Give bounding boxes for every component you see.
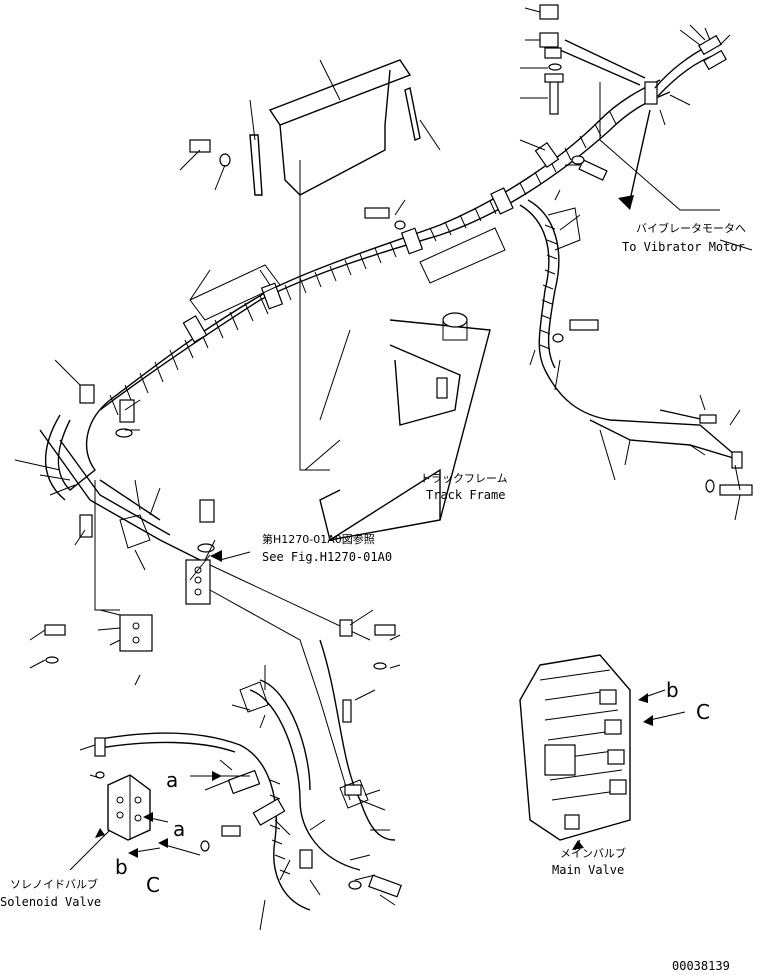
- ref-letter-c-right: C: [696, 700, 710, 724]
- ref-letter-b-right: b: [666, 678, 679, 702]
- ref-letter-c-left: C: [146, 873, 160, 897]
- reference-arrows: [69, 82, 720, 871]
- bracket-top: [189, 59, 421, 196]
- leader-lines: [14, 7, 753, 931]
- drawing-number: 00038139: [672, 959, 730, 973]
- track-frame-label-jp: トラックフレーム: [420, 472, 508, 485]
- see-fig-label-jp: 第H1270-01A0図参照: [262, 532, 375, 546]
- vibrator-label-en: To Vibrator Motor: [622, 240, 745, 254]
- solenoid-label-en: Solenoid Valve: [0, 895, 101, 909]
- see-fig-label-en: See Fig.H1270-01A0: [262, 550, 392, 564]
- lower-hoses: [94, 619, 402, 911]
- main-valve-block: [519, 654, 631, 841]
- ref-letter-a-lower: a: [173, 817, 185, 841]
- track-frame: [299, 160, 491, 541]
- hose-bundle-main: [44, 79, 671, 501]
- main-valve-label-jp: メインバルブ: [560, 846, 626, 860]
- vibrator-label-jp: バイブレータモータへ: [636, 221, 746, 235]
- ref-letter-a-upper: a: [166, 768, 178, 792]
- track-frame-label-en: Track Frame: [426, 488, 505, 502]
- vibrator-hoses: [539, 4, 727, 115]
- hose-right-branch: [364, 155, 753, 496]
- group-brackets: [119, 207, 581, 809]
- solenoid-valve-block: [95, 771, 151, 841]
- ref-letter-b-left: b: [115, 855, 128, 879]
- main-valve-label-en: Main Valve: [552, 863, 624, 877]
- solenoid-label-jp: ソレノイドバルブ: [10, 877, 98, 891]
